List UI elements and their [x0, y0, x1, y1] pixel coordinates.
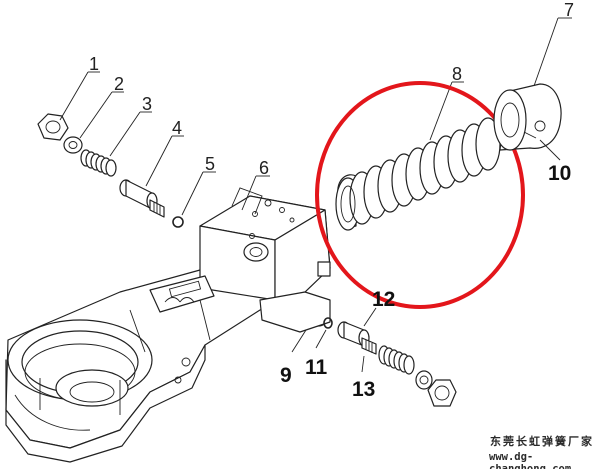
callout-6: 6 [259, 158, 269, 178]
part-7-spring-cap [493, 17, 572, 151]
callout-8: 8 [452, 64, 462, 84]
part-12-valve-stem [337, 307, 377, 355]
arm-body [5, 187, 331, 463]
part-9-leader [291, 329, 307, 353]
part-2-washer [63, 91, 124, 154]
part-5-o-ring [172, 171, 216, 228]
callout-12: 12 [372, 288, 395, 311]
part-4-valve-stem [119, 135, 184, 218]
watermark-company: 东莞长虹弹簧厂家 [490, 435, 594, 448]
watermark-url: www.dg-changhong.com [489, 451, 572, 469]
part-6-leader [241, 175, 270, 211]
part-8-main-spring [335, 81, 501, 231]
part-1-hex-nut [37, 71, 100, 141]
callout-10: 10 [548, 162, 571, 185]
callout-4: 4 [172, 118, 182, 138]
part-11-o-ring [315, 317, 333, 349]
part-10-leader [523, 131, 561, 161]
part-3-small-spring [80, 111, 152, 177]
callout-3: 3 [142, 94, 152, 114]
callout-9: 9 [280, 364, 292, 387]
callout-5: 5 [205, 154, 215, 174]
callout-11: 11 [305, 356, 328, 379]
highlight-circle [315, 81, 525, 309]
callout-7: 7 [564, 0, 574, 20]
callout-13: 13 [352, 378, 375, 401]
callout-2: 2 [114, 74, 124, 94]
callout-1: 1 [89, 54, 99, 74]
part-13-small-spring [361, 345, 415, 375]
lower-hex-nut [427, 379, 457, 407]
lower-washer [415, 370, 433, 390]
